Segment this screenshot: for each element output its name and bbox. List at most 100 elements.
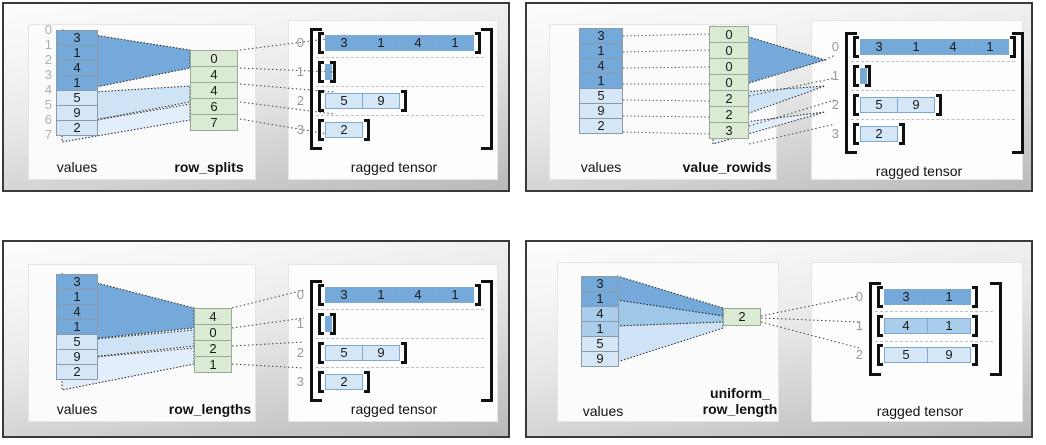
ragged-cell: 2 bbox=[325, 121, 363, 138]
encoding-cell: 0 bbox=[709, 42, 749, 59]
ragged-cell: 3 bbox=[325, 286, 363, 303]
encoding-cell: 2 bbox=[709, 90, 749, 107]
ragged-row-index: 1 bbox=[296, 315, 304, 331]
ragged-row: 2 bbox=[318, 118, 370, 141]
row-cells bbox=[860, 67, 867, 84]
row-bracket-left bbox=[318, 89, 324, 112]
value-index-label: 2 bbox=[44, 52, 52, 67]
row-bracket-right bbox=[364, 370, 370, 393]
row-bracket-right bbox=[1010, 35, 1016, 58]
value-cell: 5 bbox=[56, 334, 98, 350]
row-bracket-left bbox=[877, 344, 883, 367]
row-bracket-left bbox=[853, 93, 859, 116]
ragged-cell: 1 bbox=[897, 38, 935, 55]
ragged-row-index: 2 bbox=[831, 96, 839, 112]
value-cell: 9 bbox=[581, 351, 619, 367]
ragged-label-2: ragged tensor bbox=[875, 163, 963, 179]
encoding-cell: 6 bbox=[190, 98, 238, 115]
value-cell: 4 bbox=[56, 304, 98, 320]
row-separator bbox=[851, 61, 1015, 62]
row-separator bbox=[316, 57, 484, 58]
row-bracket-left bbox=[853, 122, 859, 145]
row-cells: 2 bbox=[325, 373, 363, 390]
encoding-cell: 1 bbox=[194, 356, 232, 373]
ragged-row-index: 1 bbox=[855, 318, 863, 333]
empty-row-cell bbox=[325, 63, 332, 80]
value-index-label: 4 bbox=[44, 82, 52, 97]
ragged-row-index: 1 bbox=[831, 67, 839, 83]
row-cells: 2 bbox=[860, 125, 898, 142]
ragged-cell: 4 bbox=[884, 318, 928, 334]
ragged-cell: 1 bbox=[436, 34, 474, 51]
encoding-cell: 0 bbox=[194, 324, 232, 341]
value-cell: 1 bbox=[581, 291, 619, 307]
row-bracket-left bbox=[877, 315, 883, 337]
ragged-cell: 1 bbox=[436, 286, 474, 303]
ragged-cell: 3 bbox=[860, 38, 898, 55]
outer-bracket-right bbox=[481, 280, 493, 402]
value-cell: 2 bbox=[56, 364, 98, 380]
row-bracket-right bbox=[972, 315, 978, 337]
row-separator bbox=[316, 115, 484, 116]
value-cell: 1 bbox=[56, 289, 98, 305]
ragged-row-index: 3 bbox=[831, 125, 839, 141]
outer-bracket-left bbox=[869, 282, 881, 376]
row-bracket-left bbox=[318, 31, 324, 54]
row-bracket-right bbox=[972, 344, 978, 367]
encoding-cell: 2 bbox=[194, 340, 232, 357]
outer-bracket-right bbox=[1012, 32, 1024, 154]
value-index-label: 5 bbox=[44, 97, 52, 112]
encoding-cell: 0 bbox=[709, 58, 749, 75]
row-bracket-right bbox=[330, 312, 336, 335]
row-separator bbox=[316, 338, 484, 339]
row-bracket-left bbox=[318, 341, 324, 364]
ragged-row-index: 3 bbox=[296, 121, 304, 137]
values-label-2: values bbox=[580, 159, 622, 175]
values-label-3: values bbox=[56, 401, 98, 417]
ragged-cell: 1 bbox=[971, 38, 1009, 55]
row-separator bbox=[875, 340, 993, 342]
row-cells bbox=[325, 63, 332, 80]
value-cell: 1 bbox=[56, 45, 98, 61]
ragged-cell: 9 bbox=[362, 344, 400, 361]
encoding-column-4: 2 bbox=[723, 308, 761, 326]
ragged-row-index: 0 bbox=[855, 288, 863, 304]
ragged-cell: 3 bbox=[325, 34, 363, 51]
value-index-label: 6 bbox=[44, 112, 52, 127]
value-cell: 5 bbox=[581, 336, 619, 352]
empty-row-cell bbox=[325, 315, 332, 332]
row-separator bbox=[875, 311, 993, 313]
value-index-label: 3 bbox=[44, 67, 52, 82]
ragged-cell: 3 bbox=[884, 288, 928, 305]
row-bracket-left bbox=[318, 60, 324, 83]
ragged-row bbox=[318, 312, 336, 335]
value-cell: 5 bbox=[56, 90, 98, 106]
value-cell: 1 bbox=[579, 73, 623, 89]
ragged-cell: 5 bbox=[325, 92, 363, 109]
row-bracket-right bbox=[401, 341, 407, 364]
row-bracket-left bbox=[318, 118, 324, 141]
row-bracket-left bbox=[853, 35, 859, 58]
encoding-cell: 0 bbox=[709, 26, 749, 43]
encoding-cell: 0 bbox=[190, 50, 238, 67]
encoding-cell: 4 bbox=[190, 66, 238, 83]
row-bracket-right bbox=[899, 122, 905, 145]
row-separator bbox=[851, 119, 1015, 120]
ragged-cell: 5 bbox=[325, 344, 363, 361]
